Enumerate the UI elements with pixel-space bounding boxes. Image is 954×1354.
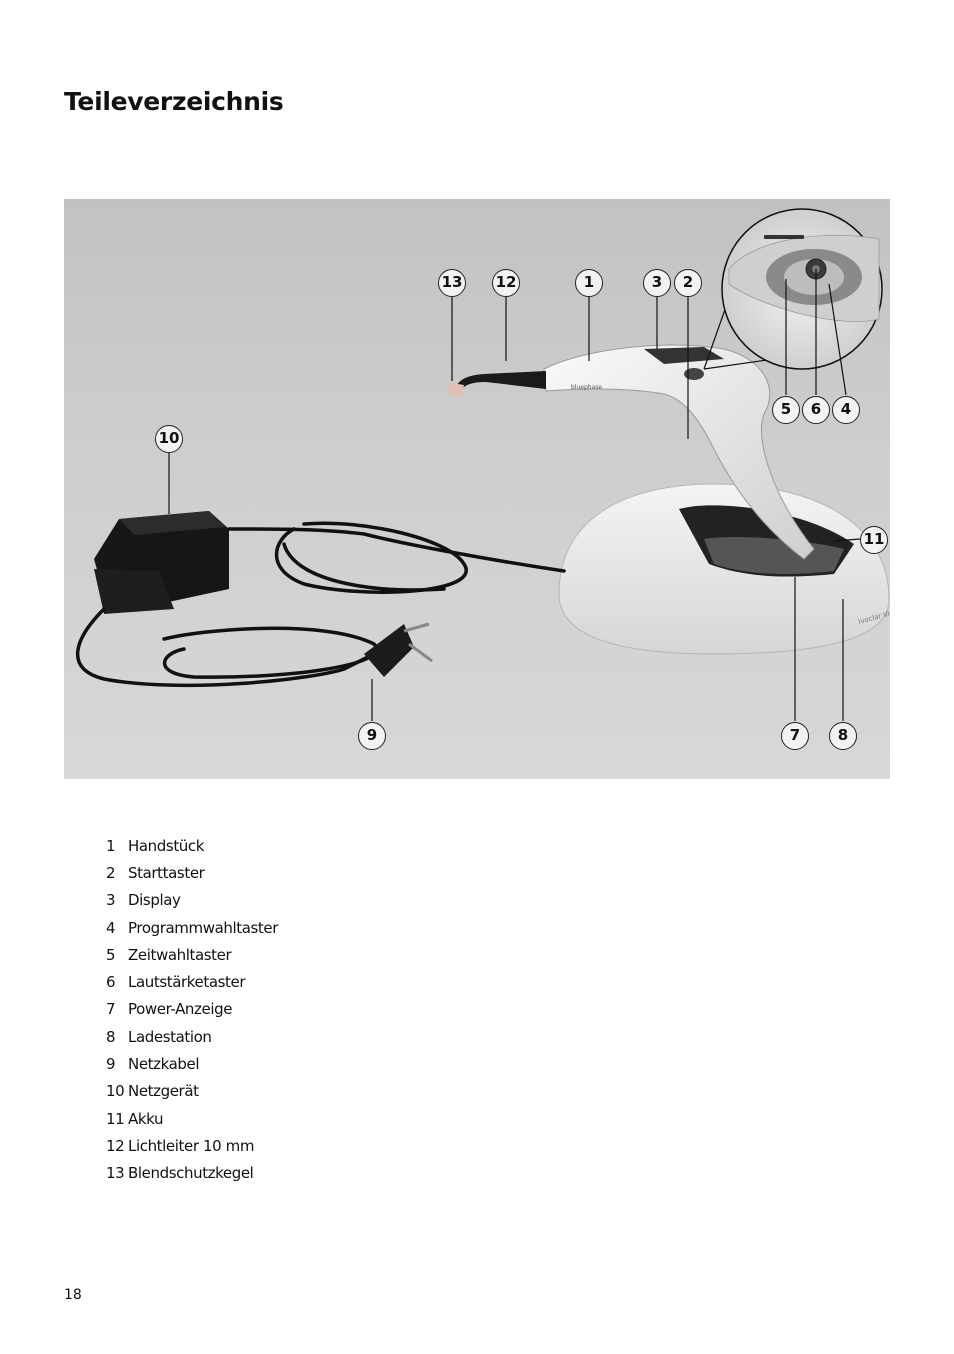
callout-10: 10	[155, 425, 183, 453]
callout-9: 9	[358, 722, 386, 750]
page-title: Teileverzeichnis	[64, 86, 284, 116]
callout-leader-lines	[168, 269, 861, 721]
part-label: Lautstärketaster	[128, 973, 246, 992]
list-item: 6 Lautstärketaster	[106, 968, 278, 995]
part-number: 12	[106, 1136, 125, 1155]
part-number: 10	[106, 1082, 125, 1101]
handpiece: bluephase	[447, 344, 815, 560]
mains-plug	[364, 622, 433, 677]
page-number: 18	[64, 1287, 82, 1303]
callout-8: 8	[829, 722, 857, 750]
part-label: Power-Anzeige	[128, 1000, 233, 1019]
part-number: 3	[106, 891, 116, 910]
part-number: 9	[106, 1055, 116, 1074]
handpiece-logo-text: bluephase	[571, 384, 602, 391]
callout-11: 11	[860, 526, 888, 554]
part-label: Programmwahltaster	[128, 918, 278, 937]
control-panel-zoom	[703, 208, 883, 370]
list-item: 4 Programmwahltaster	[106, 914, 278, 941]
part-label: Netzkabel	[128, 1055, 200, 1074]
callout-4: 4	[832, 396, 860, 424]
callout-1: 1	[575, 269, 603, 297]
list-item: 1 Handstück	[106, 832, 278, 859]
callout-5: 5	[772, 396, 800, 424]
part-label: Display	[128, 891, 181, 910]
list-item: 8 Ladestation	[106, 1023, 278, 1050]
part-label: Handstück	[128, 836, 205, 855]
part-label: Zeitwahltaster	[128, 945, 232, 964]
part-number: 1	[106, 836, 116, 855]
part-label: Starttaster	[128, 863, 205, 882]
callout-6: 6	[802, 396, 830, 424]
product-photo: Ivoclar Vivadent bluephase	[64, 199, 890, 779]
part-number: 4	[106, 918, 116, 937]
parts-list: 1 Handstück 2 Starttaster 3 Display 4 Progra…	[106, 832, 278, 1187]
part-label: Akku	[128, 1109, 164, 1128]
part-number: 2	[106, 863, 116, 882]
callout-2: 2	[674, 269, 702, 297]
list-item: 5 Zeitwahltaster	[106, 941, 278, 968]
callout-3: 3	[643, 269, 671, 297]
device-illustration: Ivoclar Vivadent bluephase	[75, 208, 890, 721]
charging-base: Ivoclar Vivadent	[558, 483, 890, 655]
power-supply	[94, 511, 229, 614]
part-label: Blendschutzkegel	[128, 1164, 254, 1183]
part-label: Ladestation	[128, 1027, 212, 1046]
part-label: Netzgerät	[128, 1082, 199, 1101]
list-item: 7 Power-Anzeige	[106, 996, 278, 1023]
part-number: 7	[106, 1000, 116, 1019]
list-item: 3 Display	[106, 887, 278, 914]
callout-12: 12	[492, 269, 520, 297]
list-item: 2 Starttaster	[106, 859, 278, 886]
part-number: 11	[106, 1109, 125, 1128]
callout-7: 7	[781, 722, 809, 750]
part-number: 5	[106, 945, 116, 964]
list-item: 9 Netzkabel	[106, 1050, 278, 1077]
part-number: 6	[106, 973, 116, 992]
part-label: Lichtleiter 10 mm	[128, 1136, 255, 1155]
part-number: 8	[106, 1027, 116, 1046]
cables	[75, 521, 566, 688]
part-number: 13	[106, 1164, 125, 1183]
callout-13: 13	[438, 269, 466, 297]
